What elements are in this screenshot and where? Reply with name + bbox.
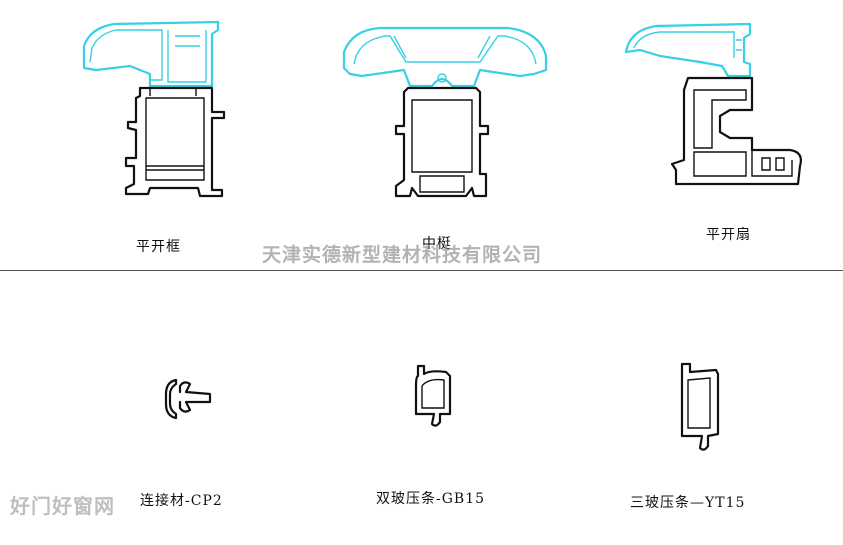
caption-double-bead: 双玻压条-GB15 <box>376 491 486 507</box>
caption-casement-sash: 平开扇 <box>706 227 751 243</box>
casement-frame-profile <box>82 20 226 198</box>
casement-sash-profile <box>624 22 802 186</box>
connector-profile <box>164 378 212 420</box>
triple-bead-profile <box>680 362 720 451</box>
casement-sash-body <box>670 76 802 186</box>
casement-frame-body <box>124 86 226 198</box>
mullion-cover <box>342 26 548 88</box>
caption-mullion: 中梃 <box>422 236 452 252</box>
double-bead-profile <box>414 364 452 427</box>
site-watermark: 好门好窗网 <box>10 494 115 518</box>
panel-divider <box>0 270 843 271</box>
caption-triple-bead: 三玻压条—YT15 <box>630 495 746 511</box>
mullion-profile <box>342 26 548 198</box>
casement-frame-cover <box>82 20 220 88</box>
top-panel <box>0 0 843 270</box>
caption-connector: 连接材-CP2 <box>140 493 223 509</box>
company-watermark: 天津实德新型建材科技有限公司 <box>262 244 543 266</box>
casement-sash-cover <box>624 22 752 78</box>
caption-casement-frame: 平开框 <box>136 239 181 255</box>
mullion-body <box>394 86 490 198</box>
